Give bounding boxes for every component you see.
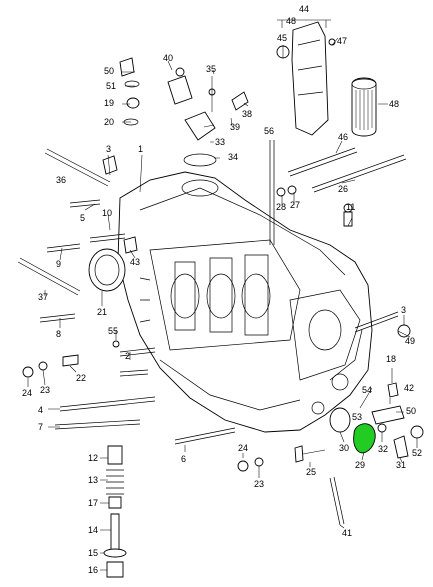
studs (17, 140, 407, 526)
part-label: 40 (163, 53, 173, 63)
part-label: 23 (40, 385, 50, 395)
part-label: 51 (106, 81, 116, 91)
part-label: 25 (306, 467, 316, 477)
part-label: 6 (181, 454, 186, 464)
part-label: 32 (378, 444, 388, 454)
part-label: 12 (88, 453, 98, 463)
part-label: 44 (299, 4, 309, 14)
part-label: 19 (104, 98, 114, 108)
part-label: 15 (88, 548, 98, 558)
part-label: 30 (339, 443, 349, 453)
part-label: 4 (38, 405, 43, 415)
part-label: 26 (338, 184, 348, 194)
part-label: 50 (104, 66, 114, 76)
part-label: 37 (38, 292, 48, 302)
part-label: 1 (138, 144, 143, 154)
part-label: 24 (22, 388, 32, 398)
part-label: 33 (215, 137, 225, 147)
part-label: 11 (346, 202, 355, 212)
part-label: 13 (88, 475, 98, 485)
part-label: 41 (342, 528, 352, 538)
part-label: 7 (38, 422, 43, 432)
part-label: 22 (76, 373, 86, 383)
part-label: 24 (238, 443, 248, 453)
part-label: 47 (337, 36, 347, 46)
part-label: 38 (242, 109, 252, 119)
part-label: 45 (277, 33, 287, 43)
part-label: 34 (228, 152, 238, 162)
part-label: 55 (108, 326, 118, 336)
part-label: 48 (286, 16, 296, 26)
part-label: 53 (352, 412, 362, 422)
part-label: 50 (406, 406, 416, 416)
part-label: 18 (386, 354, 396, 364)
part-label: 3 (401, 305, 406, 315)
part-label: 2 (125, 351, 130, 361)
part-label: 14 (88, 525, 98, 535)
part-label: 42 (404, 383, 414, 393)
part-label: 29 (355, 460, 365, 470)
part-label: 48 (389, 99, 399, 109)
oil-sender-group (119, 57, 249, 167)
part-label: 56 (264, 126, 274, 136)
highlighted-part-29[interactable] (353, 423, 376, 454)
part-label: 3 (106, 144, 111, 154)
oil-filter-console (276, 19, 377, 137)
part-label: 27 (290, 200, 300, 210)
part-label: 36 (56, 175, 66, 185)
part-label: 16 (88, 565, 98, 575)
leader-lines (27, 37, 418, 571)
part-label: 21 (97, 307, 107, 317)
part-label: 52 (412, 448, 422, 458)
part-label: 31 (396, 460, 406, 470)
part-label: 43 (130, 257, 140, 267)
part-label: 35 (206, 64, 216, 74)
part-label: 54 (362, 385, 372, 395)
part-label: 8 (56, 329, 61, 339)
part-label: 39 (230, 122, 240, 132)
part-label: 5 (80, 213, 85, 223)
part-label: 20 (104, 117, 114, 127)
part-number-labels: 44 48 47 45 48 50 40 35 51 19 38 39 20 3… (22, 4, 422, 575)
part-label: 46 (338, 132, 348, 142)
part-label: 28 (276, 202, 286, 212)
part-label: 49 (405, 336, 415, 346)
part-label: 23 (254, 479, 264, 489)
part-label: 10 (102, 208, 112, 218)
crankcase-housing (117, 171, 373, 433)
part-label: 17 (88, 498, 98, 508)
pressure-relief-valve-stack (103, 445, 127, 578)
part-label: 9 (56, 259, 61, 269)
